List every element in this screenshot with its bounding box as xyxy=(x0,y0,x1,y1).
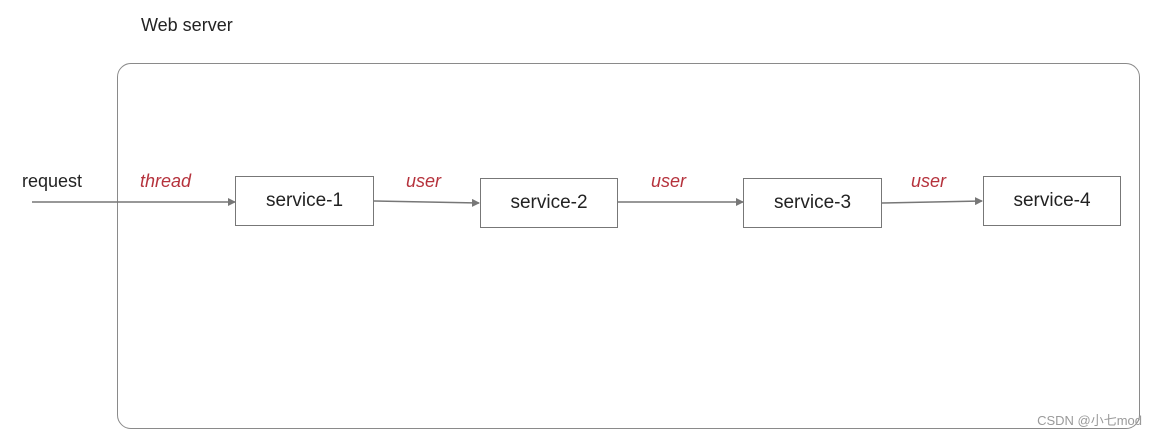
edge-label-user-1: user xyxy=(406,171,442,191)
edge-label-user-2: user xyxy=(651,171,687,191)
arrow-service-1-to-2 xyxy=(373,198,480,207)
service-4-box: service-4 xyxy=(983,176,1121,226)
service-2-box: service-2 xyxy=(480,178,618,228)
request-label: request xyxy=(22,171,83,191)
edge-label-user-3: user xyxy=(911,171,947,191)
service-3-box: service-3 xyxy=(743,178,882,228)
web-server-title: Web server xyxy=(141,15,233,35)
watermark: CSDN @小七mod xyxy=(1037,413,1142,428)
arrow-service-3-to-4 xyxy=(881,197,983,206)
service-1-box: service-1 xyxy=(235,176,374,226)
web-server-container xyxy=(117,63,1140,429)
edge-label-thread: thread xyxy=(140,171,192,191)
